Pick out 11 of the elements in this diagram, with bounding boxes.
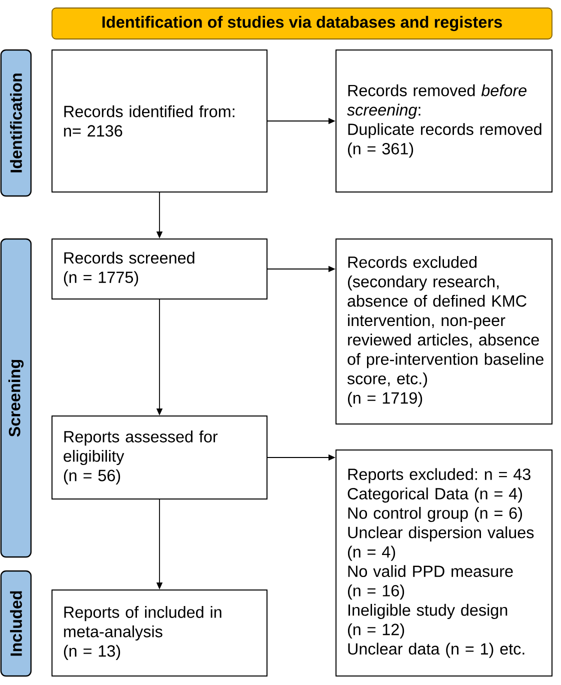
flow-box: Reports assessed for eligibility (n = 56) [52, 416, 268, 500]
section-header: Identification of studies via databases and registers [52, 8, 552, 40]
flow-box: Reports excluded: n = 43 Categorical Data (n = 4) No control group (n = 6) Unclear dispersion values (n = 4) No valid PPD measure (n = 16) Ineligible study design (n = 12) Unclear data (n = 1) etc. [336, 450, 552, 676]
flow-box: Reports of included in meta-analysis (n = 13) [52, 590, 268, 676]
flow-box: Records identified from: n= 2136 [52, 50, 268, 192]
flow-box: Records excluded (secondary research, absence of defined KMC intervention, non-peer reviewed articles, absence of pre-intervention baseline score, etc.) (n = 1719) [336, 238, 552, 424]
phase-band: Identification [0, 49, 32, 197]
phase-band: Screening [0, 238, 32, 558]
flow-box: Records screened (n = 1775) [52, 238, 268, 300]
flow-box: Records removed before screening: Duplicate records removed (n = 361) [336, 50, 552, 192]
phase-band: Included [0, 570, 32, 677]
